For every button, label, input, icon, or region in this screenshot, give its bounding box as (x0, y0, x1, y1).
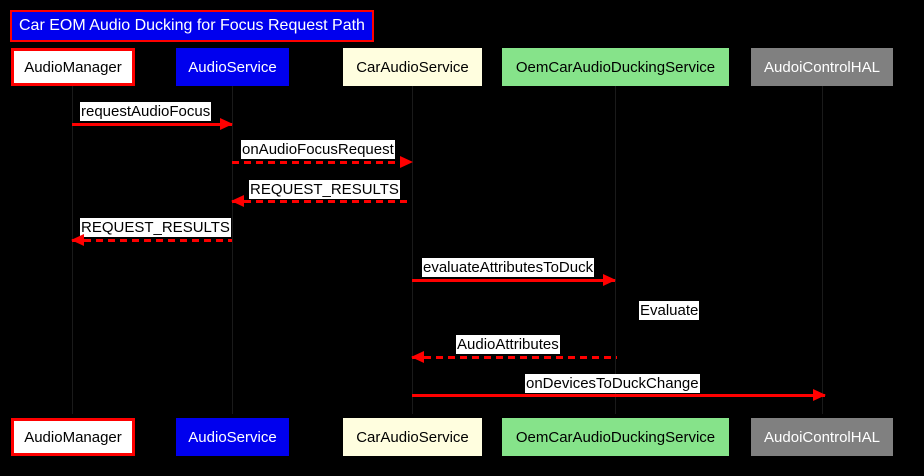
participant-audiomanager-bottom[interactable]: AudioManager (11, 418, 135, 456)
participant-audioservice-bottom[interactable]: AudioService (176, 418, 289, 456)
message-arrow-requestaudiofocus (72, 118, 233, 130)
message-label-request-results-1: REQUEST_RESULTS (249, 180, 400, 199)
arrowhead-right-icon (220, 118, 233, 130)
participant-audoicontrolhal-bottom[interactable]: AudoiControlHAL (751, 418, 893, 456)
arrow-line (72, 123, 232, 126)
message-label-requestaudiofocus: requestAudioFocus (80, 102, 212, 121)
arrowhead-left-icon (71, 234, 84, 246)
arrow-line (232, 161, 412, 164)
participant-label: CarAudioService (356, 58, 469, 76)
participant-caraudioservice-bottom[interactable]: CarAudioService (343, 418, 482, 456)
participant-audiomanager-top[interactable]: AudioManager (11, 48, 135, 86)
message-arrow-request-results-1 (231, 195, 412, 207)
message-label-onaudiofocusrequest: onAudioFocusRequest (241, 140, 395, 159)
lifeline-audioservice (232, 86, 233, 414)
participant-label: AudioManager (24, 58, 122, 76)
arrow-line (412, 279, 615, 282)
arrow-line (232, 200, 412, 203)
participant-oemcaraudioduckingservice-top[interactable]: OemCarAudioDuckingService (502, 48, 729, 86)
participant-audioservice-top[interactable]: AudioService (176, 48, 289, 86)
message-arrow-audioattributes (411, 351, 617, 363)
arrowhead-right-icon (400, 156, 413, 168)
participant-label: AudoiControlHAL (764, 428, 880, 446)
arrowhead-left-icon (411, 351, 424, 363)
participant-oemcaraudioduckingservice-bottom[interactable]: OemCarAudioDuckingService (502, 418, 729, 456)
arrowhead-right-icon (813, 389, 826, 401)
participant-label: AudioManager (24, 428, 122, 446)
arrowhead-left-icon (231, 195, 244, 207)
diagram-title: Car EOM Audio Ducking for Focus Request … (10, 10, 374, 42)
participant-caraudioservice-top[interactable]: CarAudioService (343, 48, 482, 86)
message-label-ondevicestoduckchange: onDevicesToDuckChange (525, 374, 700, 393)
arrow-line (412, 394, 825, 397)
lifeline-oemcaraudioduckingservice (615, 86, 616, 414)
arrow-line (72, 239, 232, 242)
message-arrow-onaudiofocusrequest (232, 156, 413, 168)
message-arrow-evaluateattributestoduck (412, 274, 616, 286)
lifeline-audiomanager (72, 86, 73, 414)
note-label-evaluate: Evaluate (639, 301, 700, 320)
participant-label: OemCarAudioDuckingService (515, 428, 716, 446)
participant-label: AudioService (188, 58, 277, 76)
message-label-request-results-2: REQUEST_RESULTS (80, 218, 231, 237)
lifeline-audoicontrolhal (822, 86, 823, 414)
message-label-evaluateattributestoduck: evaluateAttributesToDuck (422, 258, 595, 277)
participant-label: OemCarAudioDuckingService (515, 58, 716, 76)
participant-label: AudioService (188, 428, 277, 446)
lifeline-caraudioservice (412, 86, 413, 414)
arrowhead-right-icon (603, 274, 616, 286)
participant-label: CarAudioService (356, 428, 469, 446)
message-label-audioattributes: AudioAttributes (456, 335, 560, 354)
arrow-line (412, 356, 617, 359)
participant-label: AudoiControlHAL (764, 58, 880, 76)
message-arrow-ondevicestoduckchange (412, 389, 826, 401)
participant-audoicontrolhal-top[interactable]: AudoiControlHAL (751, 48, 893, 86)
message-arrow-request-results-2 (71, 234, 232, 246)
